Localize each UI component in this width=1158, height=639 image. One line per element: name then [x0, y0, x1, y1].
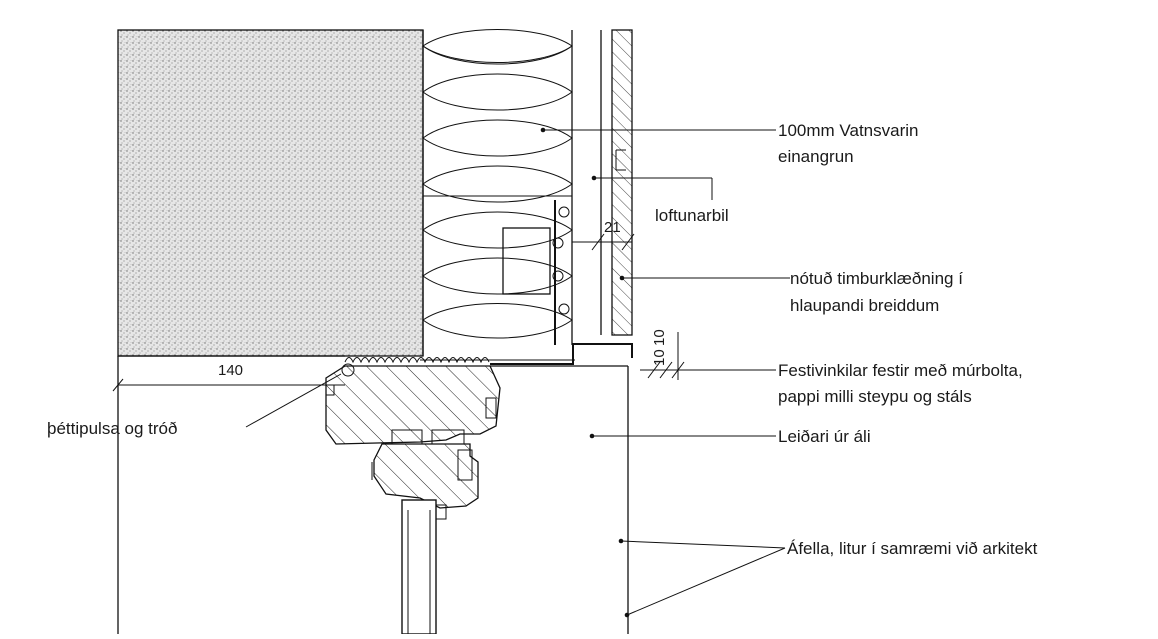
dim-21-text: 21: [604, 219, 621, 236]
label-flashing: Áfella, litur í samræmi við arkitekt: [787, 539, 1038, 558]
dim-140-text: 140: [218, 362, 243, 379]
label-bracket-line1: Festivinkilar festir með múrbolta,: [778, 361, 1023, 380]
bracket-profile: [490, 343, 633, 365]
label-bracket-line2: pappi milli steypu og stáls: [778, 387, 972, 406]
insulation: [422, 29, 573, 356]
label-guide: Leiðari úr áli: [778, 427, 871, 446]
dim-10-bottom-text: 10: [651, 349, 668, 366]
label-cladding-line2: hlaupandi breiddum: [790, 296, 939, 315]
flashing: [117, 355, 629, 634]
label-seal: þéttipulsa og tróð: [47, 419, 177, 438]
label-cladding-line1: nótuð timburklæðning í: [790, 269, 963, 288]
dim-10-top-text: 10: [651, 329, 668, 346]
concrete-wall: [117, 29, 424, 357]
window-frame: [325, 365, 501, 635]
label-ventilation-gap: loftunarbil: [655, 206, 729, 225]
dimension-21: 21: [572, 219, 635, 251]
label-insulation-line2: einangrun: [778, 147, 854, 166]
dimension-10-10: 10 10: [640, 329, 685, 380]
dimension-140: 140: [112, 362, 345, 392]
label-insulation-line1: 100mm Vatnsvarin: [778, 121, 918, 140]
timber-cladding: [600, 29, 633, 336]
